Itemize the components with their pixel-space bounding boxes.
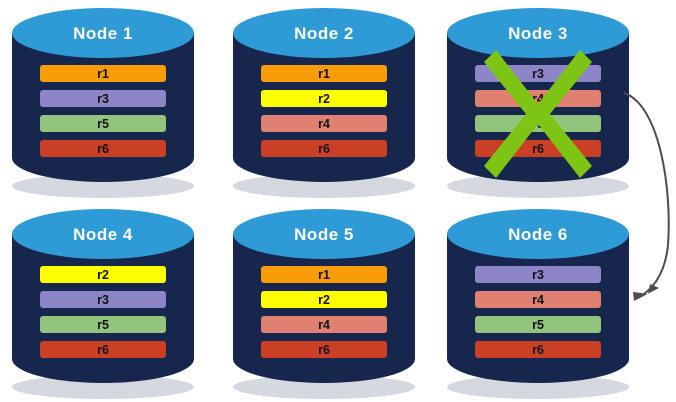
node-3[interactable]: Node 3 r3 r4 r5 r6 bbox=[447, 8, 629, 198]
node-1-replica-0-label: r1 bbox=[97, 67, 109, 81]
node-6-replica-0-bar[interactable] bbox=[475, 266, 601, 283]
node-2-replica-2-bar[interactable] bbox=[261, 115, 387, 132]
node-1[interactable]: Node 1 r1 r3 r5 r6 bbox=[12, 8, 194, 198]
node-4-replica-1-bar[interactable] bbox=[40, 291, 166, 308]
node-5-replica-3-label: r6 bbox=[318, 343, 330, 357]
node-4-replica-3-label: r6 bbox=[97, 343, 109, 357]
node-4-replica-1-label: r3 bbox=[97, 293, 109, 307]
node-3-replica-0-label: r3 bbox=[532, 67, 544, 81]
node-2-replica-3-bar[interactable] bbox=[261, 140, 387, 157]
node-2[interactable]: Node 2 r1 r2 r4 r6 bbox=[233, 8, 415, 198]
node-6-replica-1-bar[interactable] bbox=[475, 291, 601, 308]
node-5-replica-0-bar[interactable] bbox=[261, 266, 387, 283]
node-2-title: Node 2 bbox=[294, 24, 354, 43]
node-6-replica-2-label: r5 bbox=[532, 318, 544, 332]
node-1-replica-2-label: r5 bbox=[97, 117, 109, 131]
node-3-title: Node 3 bbox=[508, 24, 568, 43]
node-2-shadow bbox=[233, 174, 415, 198]
node-5-top bbox=[233, 209, 415, 259]
node-6-replica-3-bar[interactable] bbox=[475, 341, 601, 358]
node-3-shadow bbox=[447, 174, 629, 198]
node-1-replica-2-bar[interactable] bbox=[40, 115, 166, 132]
node-1-replica-0-bar[interactable] bbox=[40, 65, 166, 82]
node-3-top bbox=[447, 8, 629, 58]
node-4-shadow bbox=[12, 375, 194, 399]
curved-arrow bbox=[623, 92, 670, 301]
node-2-replica-2-label: r4 bbox=[318, 117, 330, 131]
node-1-replica-1-bar[interactable] bbox=[40, 90, 166, 107]
node-2-replica-0-bar[interactable] bbox=[261, 65, 387, 82]
node-4-replica-3-bar[interactable] bbox=[40, 341, 166, 358]
x-cross-icon bbox=[484, 50, 592, 178]
node-5-replica-1-bar[interactable] bbox=[261, 291, 387, 308]
node-6-shadow bbox=[447, 375, 629, 399]
node-2-top bbox=[233, 8, 415, 58]
node-2-replica-0-label: r1 bbox=[318, 67, 330, 81]
node-1-replica-3-label: r6 bbox=[97, 142, 109, 156]
node-5-replica-2-bar[interactable] bbox=[261, 316, 387, 333]
node-5[interactable]: Node 5 r1 r2 r4 r6 bbox=[233, 209, 415, 399]
node-4-replica-2-label: r5 bbox=[97, 318, 109, 332]
node-6-replica-2-bar[interactable] bbox=[475, 316, 601, 333]
node-3-replica-1-label: r4 bbox=[532, 92, 544, 106]
node-3-replica-1-bar[interactable] bbox=[475, 90, 601, 107]
node-1-replica-1-label: r3 bbox=[97, 92, 109, 106]
node-6-replica-3-label: r6 bbox=[532, 343, 544, 357]
node-3-replica-3-label: r6 bbox=[532, 142, 544, 156]
node-4-replica-2-bar[interactable] bbox=[40, 316, 166, 333]
node-2-replica-1-label: r2 bbox=[318, 92, 330, 106]
node-6-top bbox=[447, 209, 629, 259]
node-2-replica-1-bar[interactable] bbox=[261, 90, 387, 107]
node-4-replica-0-bar[interactable] bbox=[40, 266, 166, 283]
node-5-replica-2-label: r4 bbox=[318, 318, 330, 332]
node-5-replica-3-bar[interactable] bbox=[261, 341, 387, 358]
node-5-shadow bbox=[233, 375, 415, 399]
node-4-replica-0-label: r2 bbox=[97, 268, 109, 282]
node-6-title: Node 6 bbox=[508, 225, 568, 244]
node-6[interactable]: Node 6 r3 r4 r5 r6 bbox=[447, 209, 629, 399]
node-5-replica-0-label: r1 bbox=[318, 268, 330, 282]
node-2-replica-3-label: r6 bbox=[318, 142, 330, 156]
node-1-top bbox=[12, 8, 194, 58]
node-1-replica-3-bar[interactable] bbox=[40, 140, 166, 157]
node-1-shadow bbox=[12, 174, 194, 198]
node-1-title: Node 1 bbox=[73, 24, 133, 43]
node-4[interactable]: Node 4 r2 r3 r5 r6 bbox=[12, 209, 194, 399]
node-4-title: Node 4 bbox=[73, 225, 133, 244]
node-5-replica-1-label: r2 bbox=[318, 293, 330, 307]
node-6-replica-0-label: r3 bbox=[532, 268, 544, 282]
node-5-title: Node 5 bbox=[294, 225, 354, 244]
node-6-replica-1-label: r4 bbox=[532, 293, 544, 307]
node-4-top bbox=[12, 209, 194, 259]
